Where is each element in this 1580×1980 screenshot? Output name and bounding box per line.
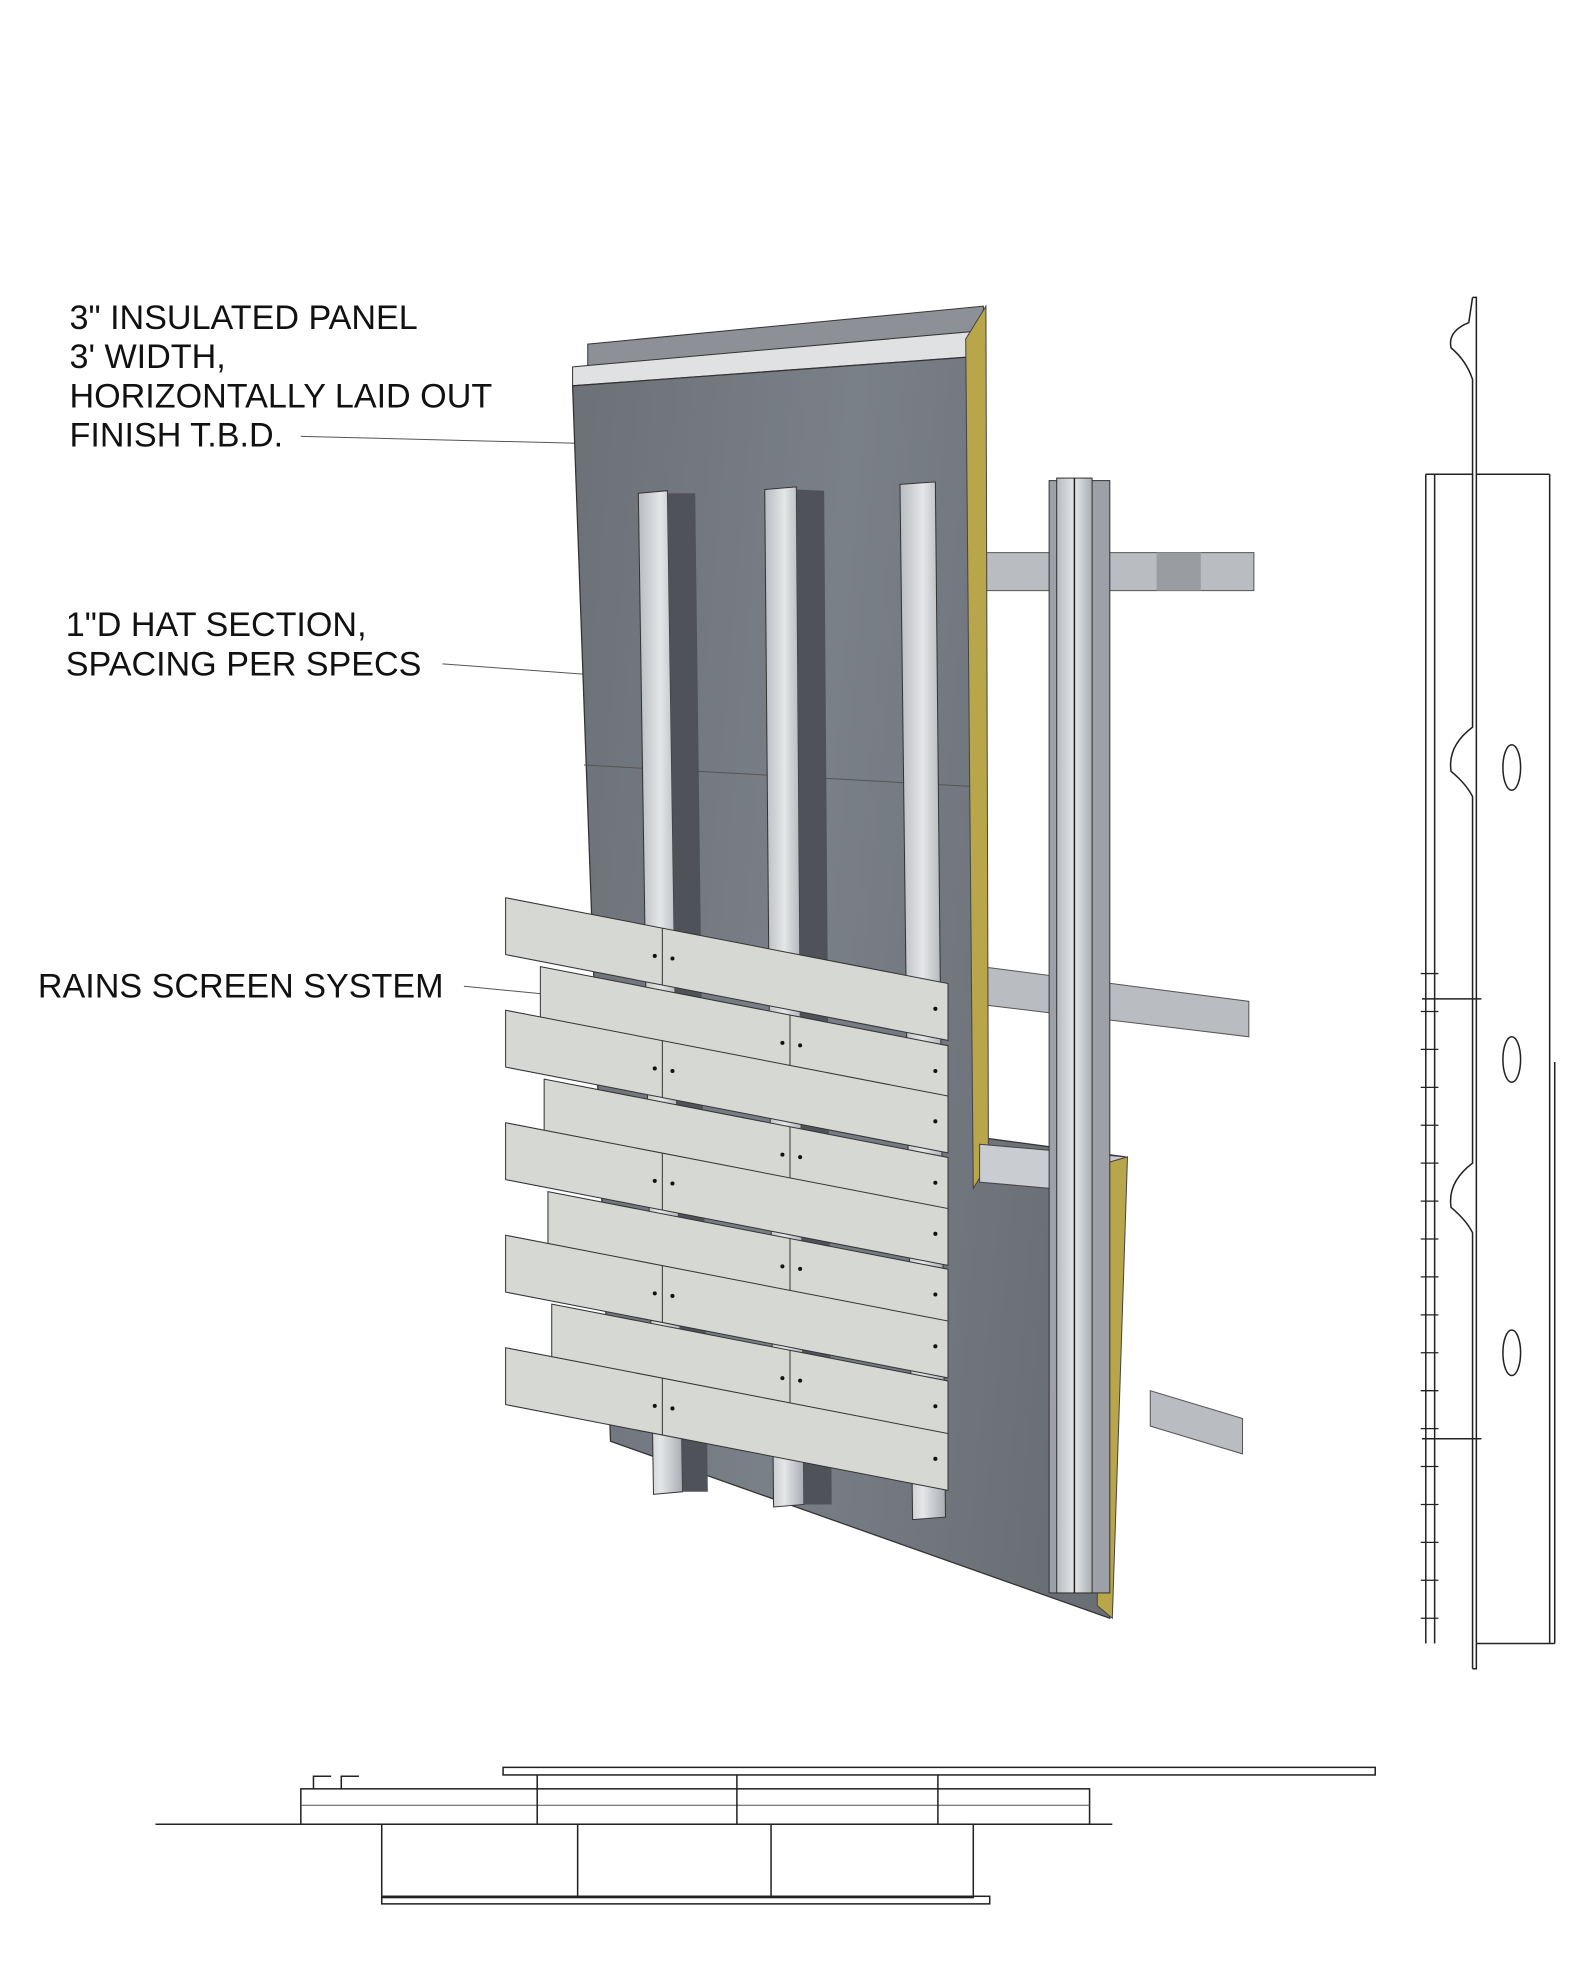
fastener (933, 1119, 938, 1124)
rain-screen-board (505, 897, 949, 1042)
rain-screen-board (505, 1009, 949, 1154)
fastener (933, 1231, 938, 1236)
fastener (670, 1068, 675, 1073)
fastener (670, 956, 675, 961)
rain-screen-board (505, 1234, 949, 1379)
fastener (798, 1266, 803, 1271)
fastener (670, 1181, 675, 1186)
fastener (798, 1043, 803, 1048)
label-rain-screen: RAINS SCREEN SYSTEM (38, 968, 595, 1006)
fastener (933, 1344, 938, 1349)
fastener (670, 1406, 675, 1411)
fastener (933, 1404, 938, 1409)
slot-icon (1502, 1329, 1522, 1377)
fastener (933, 1292, 938, 1297)
label-insulated-panel: 3" INSULATED PANEL 3' WIDTH, HORIZONTALL… (70, 299, 655, 454)
fastener (780, 1264, 785, 1269)
fastener (652, 953, 657, 958)
fastener (652, 1403, 657, 1408)
label-hat-section: 1"D HAT SECTION, SPACING PER SPECS (66, 606, 651, 683)
label-line: 1"D HAT SECTION, (66, 606, 367, 644)
rain-screen-board (505, 1122, 949, 1267)
rain-screen-board (505, 1347, 949, 1492)
rain-screen-boards (505, 897, 949, 1492)
fastener (652, 1291, 657, 1296)
label-line: 3' WIDTH, (70, 338, 226, 376)
vertical-girt (1048, 477, 1111, 1594)
fastener (652, 1066, 657, 1071)
plan-section (155, 1766, 1376, 1905)
fastener (780, 1040, 785, 1045)
fastener (670, 1293, 675, 1298)
label-line: SPACING PER SPECS (66, 645, 422, 683)
fastener (933, 1456, 938, 1461)
fastener (933, 1180, 938, 1185)
fastener (780, 1152, 785, 1157)
fastener (933, 1006, 938, 1011)
label-line: FINISH T.B.D. (70, 416, 284, 454)
slot-icon (1502, 1036, 1522, 1084)
label-line: RAINS SCREEN SYSTEM (38, 968, 444, 1006)
side-elevation (1420, 296, 1556, 1670)
label-line: HORIZONTALLY LAID OUT (70, 377, 493, 415)
fastener (798, 1378, 803, 1383)
fastener (933, 1068, 938, 1074)
fastener (652, 1178, 657, 1183)
slot-icon (1502, 744, 1522, 792)
fastener (798, 1155, 803, 1160)
fastener (780, 1376, 785, 1381)
label-line: 3" INSULATED PANEL (70, 299, 418, 337)
